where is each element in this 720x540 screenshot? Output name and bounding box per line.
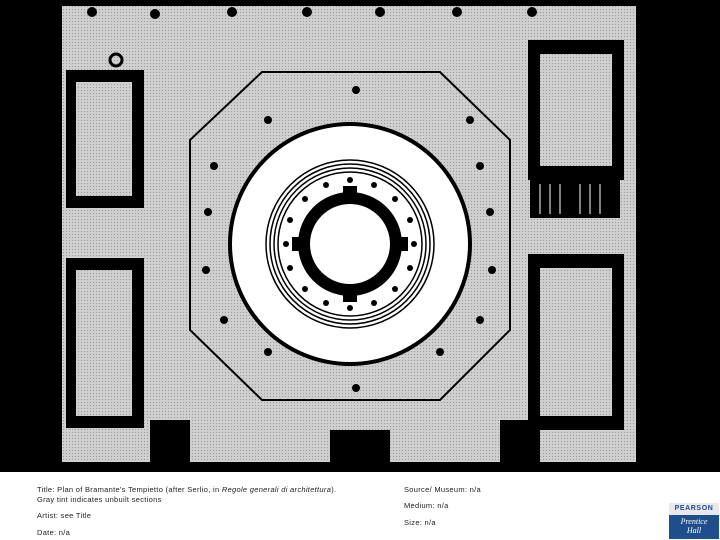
- floor-plan-image: [0, 0, 720, 472]
- caption-size: Size: n/a: [404, 518, 436, 527]
- caption-title-line: Title: Plan of Bramante's Tempietto (aft…: [37, 485, 336, 494]
- caption-artist: Artist: see Title: [37, 511, 92, 520]
- caption-title-text: Plan of Bramante's Tempietto (after Serl…: [57, 485, 222, 494]
- logo-line2: Hall: [686, 526, 702, 535]
- caption-medium: Medium: n/a: [404, 501, 449, 510]
- caption-area: Title: Plan of Bramante's Tempietto (aft…: [0, 472, 720, 540]
- caption-title-end: ).: [331, 485, 337, 494]
- tempietto-plan-drawing: [62, 6, 636, 462]
- caption-date: Date: n/a: [37, 528, 71, 537]
- caption-title-note: Gray tint indicates unbuilt sections: [37, 495, 162, 504]
- logo-pearson-text: PEARSON: [669, 503, 719, 515]
- caption-source: Source/ Museum: n/a: [404, 485, 481, 494]
- logo-line1: Prentice: [680, 517, 708, 526]
- caption-title-label: Title:: [37, 485, 55, 494]
- caption-title-book: Regole generali di architettura: [221, 485, 332, 494]
- pearson-prentice-hall-logo: PEARSON Prentice Hall: [669, 503, 719, 539]
